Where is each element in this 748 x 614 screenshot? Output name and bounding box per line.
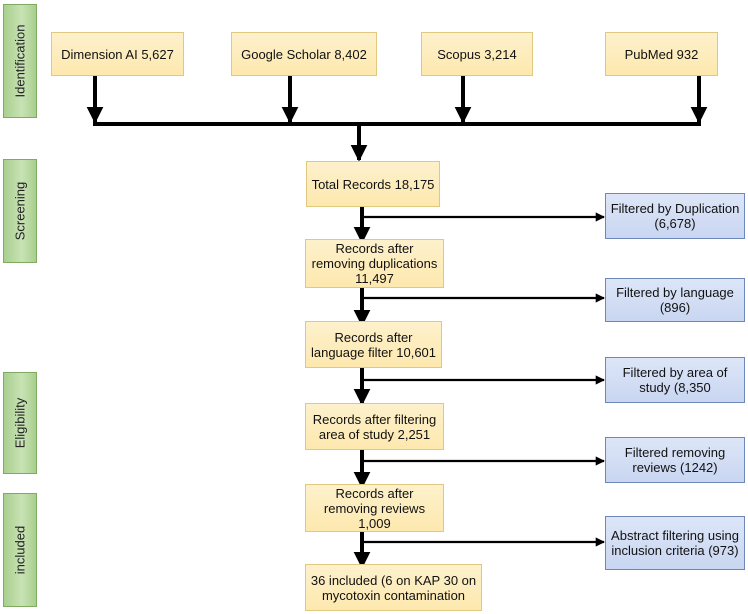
total-records-box: Total Records 18,175: [306, 161, 440, 207]
duplication-filter-box: Filtered by Duplication (6,678): [605, 193, 745, 239]
phase-identification: Identification: [3, 4, 37, 118]
source-google-scholar: Google Scholar 8,402: [231, 32, 377, 76]
after-reviews-box: Records after removing reviews 1,009: [305, 484, 444, 532]
phase-eligibility: Eligibility: [3, 372, 37, 474]
source-dimension-ai: Dimension AI 5,627: [51, 32, 184, 76]
phase-screening: Screening: [3, 159, 37, 263]
phase-included-label: included: [12, 525, 28, 575]
reviews-filter-box: Filtered removing reviews (1242): [605, 437, 745, 483]
after-language-box: Records after language filter 10,601: [305, 321, 442, 368]
after-duplicates-box: Records after removing duplications 11,4…: [305, 239, 444, 288]
phase-eligibility-label: Eligibility: [12, 397, 28, 449]
phase-screening-label: Screening: [12, 181, 28, 241]
phase-identification-label: Identification: [12, 24, 28, 98]
source-scopus: Scopus 3,214: [421, 32, 533, 76]
language-filter-box: Filtered by language (896): [605, 278, 745, 322]
included-box: 36 included (6 on KAP 30 on mycotoxin co…: [305, 564, 482, 611]
source-pubmed: PubMed 932: [605, 32, 718, 76]
area-filter-box: Filtered by area of study (8,350: [605, 357, 745, 403]
abstract-filter-box: Abstract filtering using inclusion crite…: [605, 516, 745, 570]
after-area-box: Records after filtering area of study 2,…: [305, 403, 444, 450]
phase-included: included: [3, 493, 37, 607]
